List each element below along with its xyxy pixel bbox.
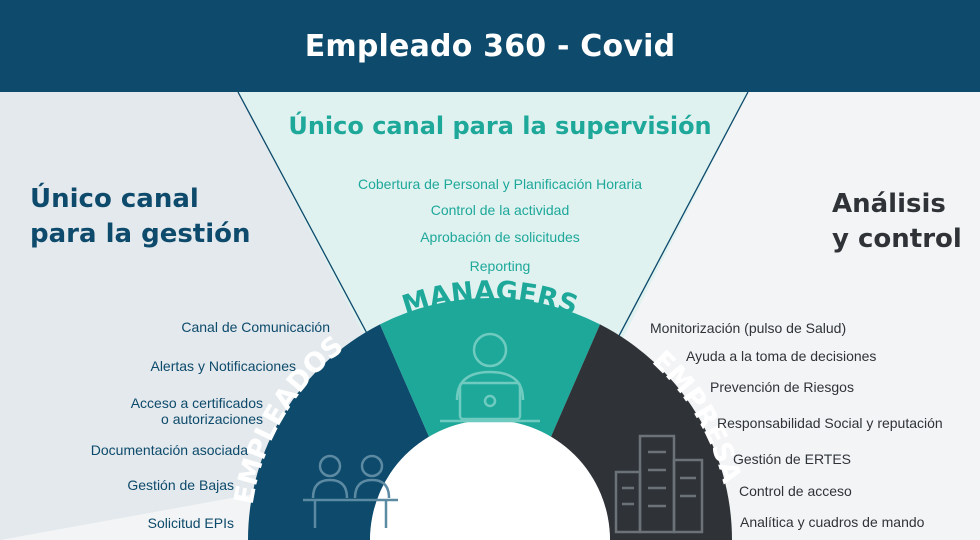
empleados-item: o autorizaciones bbox=[161, 411, 263, 427]
empleados-item: Alertas y Notificaciones bbox=[150, 358, 296, 374]
empresa-item: Prevención de Riesgos bbox=[710, 379, 854, 395]
empresa-item: Analítica y cuadros de mando bbox=[740, 514, 925, 530]
empleados-item: Canal de Comunicación bbox=[181, 319, 330, 335]
right-title-line-1: Análisis bbox=[832, 189, 946, 219]
right-title-line-2: y control bbox=[832, 224, 962, 254]
empresa-item: Control de acceso bbox=[739, 483, 852, 499]
center-hole bbox=[370, 420, 610, 540]
header-bar: Empleado 360 - Covid bbox=[0, 0, 980, 92]
left-title-line-1: Único canal bbox=[30, 184, 199, 214]
empresa-item: Responsabilidad Social y reputación bbox=[717, 415, 943, 431]
empleados-segment bbox=[248, 324, 430, 540]
empleados-item: Solicitud EPIs bbox=[147, 515, 234, 531]
empresa-item: Monitorización (pulso de Salud) bbox=[650, 320, 847, 336]
empresa-item: Gestión de ERTES bbox=[733, 451, 852, 467]
empresa-item: Ayuda a la toma de decisiones bbox=[686, 348, 877, 364]
empleados-item: Acceso a certificados bbox=[130, 395, 263, 411]
empresa-segment bbox=[550, 324, 732, 540]
manager-item: Reporting bbox=[469, 258, 531, 274]
office-buildings-icon bbox=[614, 434, 704, 534]
two-people-at-table-icon bbox=[303, 454, 398, 528]
person-with-laptop-icon bbox=[440, 332, 540, 423]
empleados-item: Gestión de Bajas bbox=[127, 477, 234, 493]
center-panel-title: Único canal para la supervisión bbox=[288, 112, 712, 140]
empleados-item: Documentación asociada bbox=[90, 442, 248, 458]
center-funnel bbox=[238, 92, 748, 462]
manager-item: Control de la actividad bbox=[430, 202, 570, 218]
manager-item: Cobertura de Personal y Planificación Ho… bbox=[357, 176, 643, 192]
page-title: Empleado 360 - Covid bbox=[304, 28, 676, 64]
manager-item: Aprobación de solicitudes bbox=[420, 229, 580, 245]
diagram-background: EMPLEADOS MANAGERS EMPRESA bbox=[0, 92, 980, 540]
managers-segment bbox=[380, 297, 600, 439]
left-panel-title: Único canal para la gestión bbox=[30, 182, 251, 252]
left-title-line-2: para la gestión bbox=[30, 219, 251, 249]
right-panel-title: Análisis y control bbox=[832, 187, 962, 257]
